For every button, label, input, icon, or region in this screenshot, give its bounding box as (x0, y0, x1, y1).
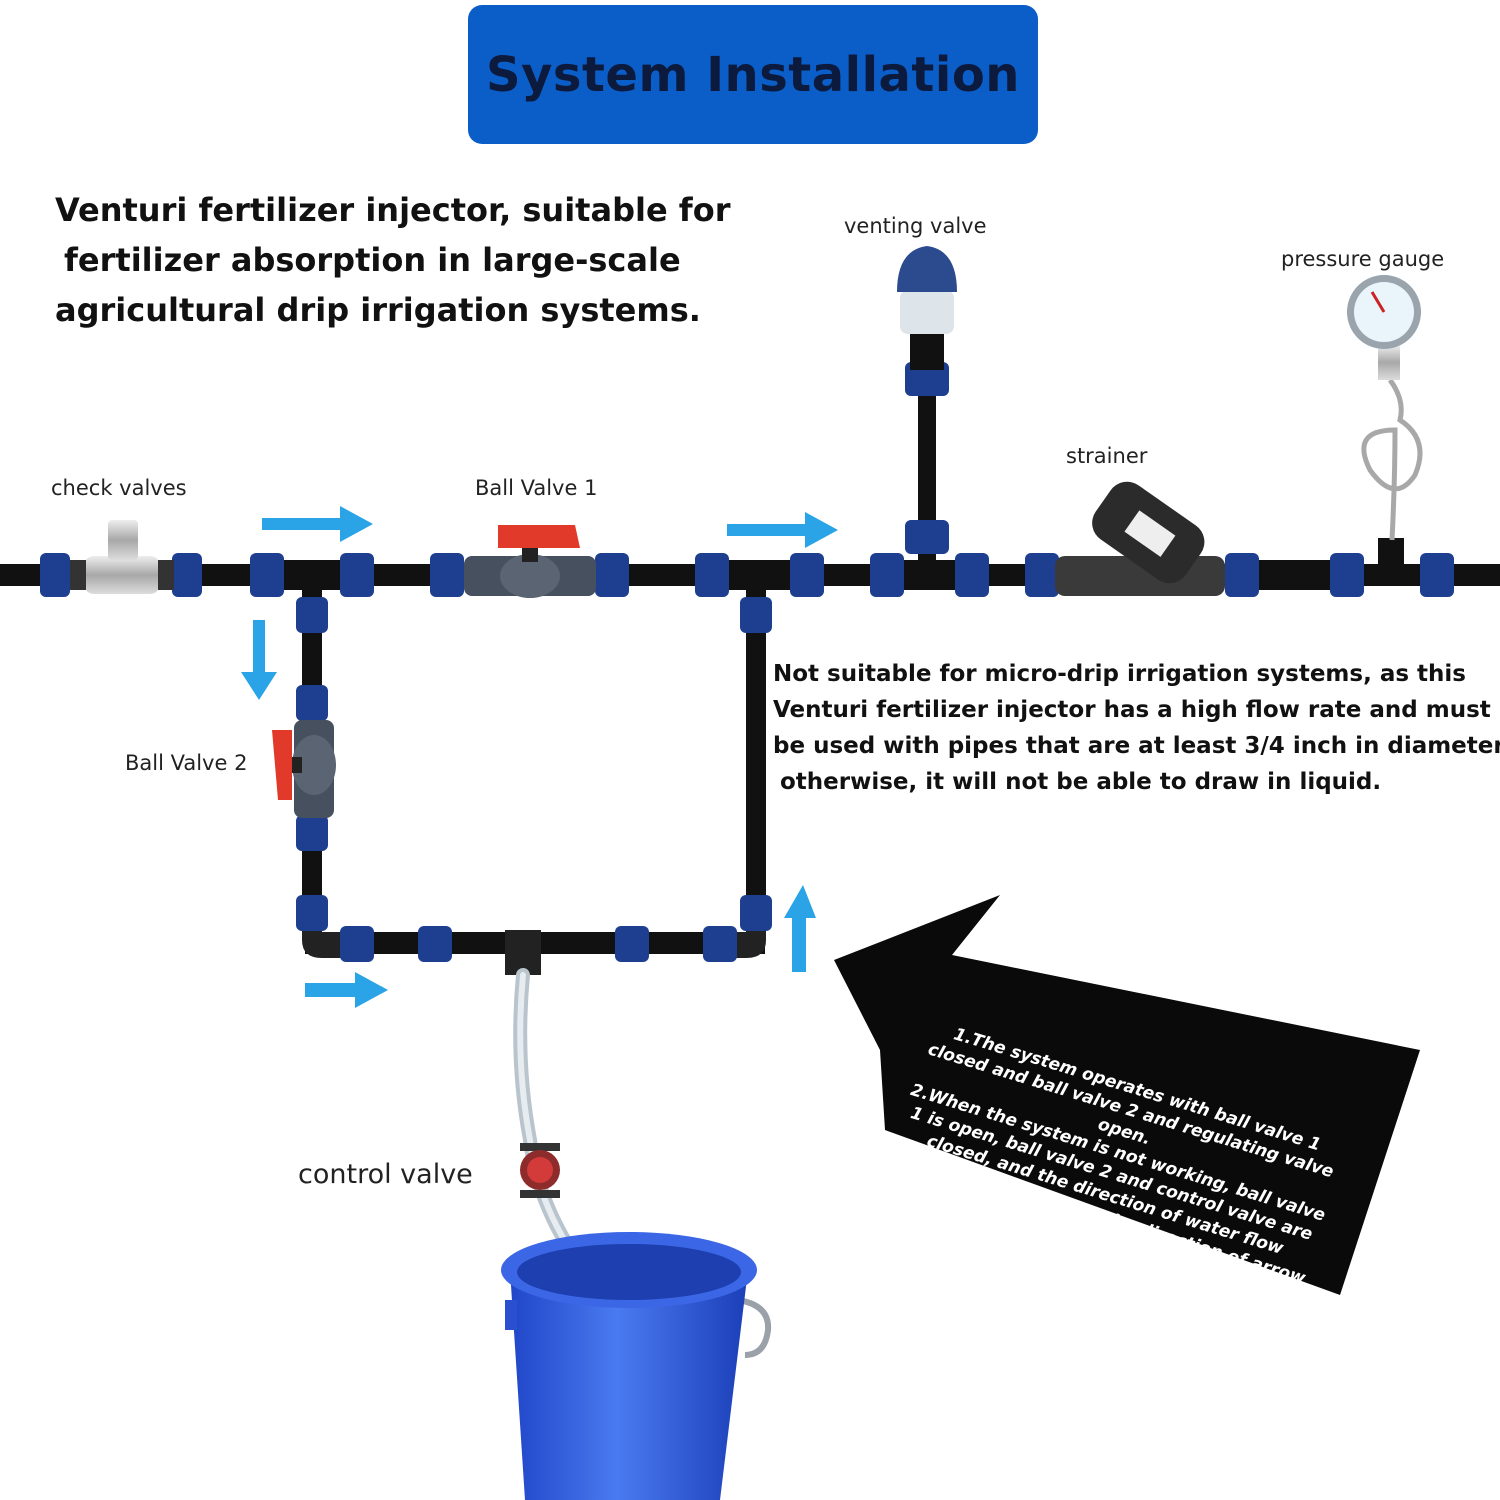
strainer-graphic (1055, 481, 1225, 596)
label-strainer: strainer (1066, 444, 1148, 468)
label-ball-valve-2: Ball Valve 2 (125, 751, 248, 775)
venting-valve-graphic (897, 246, 957, 565)
warning-line-1: Not suitable for micro-drip irrigation s… (773, 661, 1466, 687)
intro-line-2: fertilizer absorption in large-scale (64, 241, 681, 279)
bucket-graphic (501, 1232, 772, 1500)
tee-fittings (284, 538, 1404, 590)
warning-line-2: Venturi fertilizer injector has a high f… (773, 697, 1491, 723)
check-valve-graphic (70, 520, 174, 594)
label-pressure-gauge: pressure gauge (1281, 247, 1445, 271)
bottom-tee (505, 930, 541, 975)
intro-line-3: agricultural drip irrigation systems. (55, 291, 701, 329)
warning-line-4: otherwise, it will not be able to draw i… (780, 769, 1382, 795)
warning-block: Not suitable for micro-drip irrigation s… (773, 656, 1500, 800)
control-valve-graphic (520, 1143, 560, 1198)
ball-valve-1-graphic (464, 525, 596, 598)
instruction-arrow-shape (834, 895, 1420, 1295)
label-check-valves: check valves (51, 476, 187, 500)
main-couplings (40, 553, 1454, 597)
pressure-gauge-graphic (1347, 275, 1423, 541)
ball-valve-2-graphic (272, 720, 336, 818)
label-control-valve: control valve (298, 1159, 473, 1190)
warning-line-3: be used with pipes that are at least 3/4… (773, 733, 1500, 759)
label-ball-valve-1: Ball Valve 1 (475, 476, 598, 500)
intro-line-1: Venturi fertilizer injector, suitable fo… (55, 191, 731, 229)
page-title: System Installation (486, 46, 1020, 103)
title-banner: System Installation (468, 5, 1038, 144)
label-venting-valve: venting valve (844, 214, 987, 238)
flow-arrows (241, 506, 838, 1008)
bypass-right-pipe (746, 590, 766, 940)
bypass-couplings (296, 597, 772, 962)
